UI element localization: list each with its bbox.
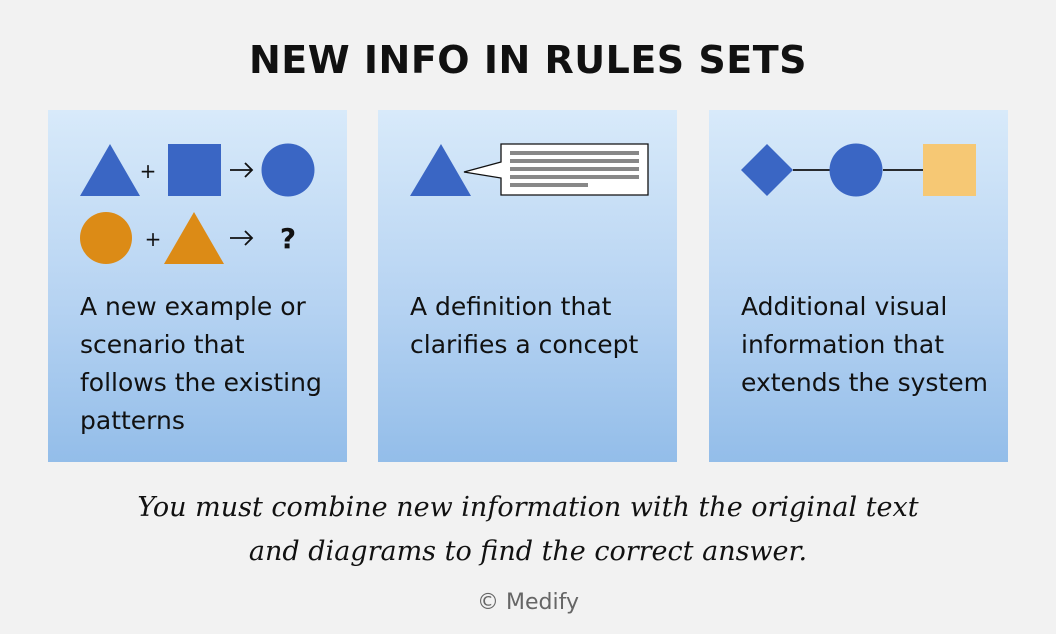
blue-diamond-icon bbox=[741, 144, 793, 196]
question-mark-icon: ? bbox=[280, 222, 296, 255]
panel-new-example: + + ? A new example or scenario that fol… bbox=[48, 110, 347, 462]
footer-line-2: and diagrams to find the correct answer. bbox=[248, 536, 808, 567]
copyright-text: © Medify bbox=[477, 590, 579, 615]
blue-triangle-icon bbox=[80, 144, 140, 196]
panel-visual-info: Additional visual information that exten… bbox=[709, 110, 1008, 462]
example-diagram: + + ? bbox=[80, 143, 315, 264]
footer-line-1: You must combine new information with th… bbox=[137, 492, 919, 523]
visual-info-diagram bbox=[741, 143, 976, 197]
panel-text: A definition that clarifies a concept bbox=[410, 292, 639, 359]
panel-text: A new example or scenario that follows t… bbox=[80, 292, 322, 435]
orange-triangle-icon bbox=[164, 212, 224, 264]
definition-diagram bbox=[410, 143, 649, 196]
arrow-right-icon bbox=[230, 230, 254, 246]
orange-circle-icon bbox=[80, 212, 132, 264]
panel-text: Additional visual information that exten… bbox=[741, 292, 988, 397]
yellow-square-icon bbox=[923, 144, 976, 196]
footer-caption: You must combine new information with th… bbox=[0, 486, 1056, 574]
panel-definition: A definition that clarifies a concept bbox=[378, 110, 677, 462]
speech-bubble-text-icon bbox=[463, 143, 649, 196]
blue-square-icon bbox=[168, 144, 221, 196]
plus-icon: + bbox=[145, 227, 162, 251]
page-title: NEW INFO IN RULES SETS bbox=[248, 38, 807, 82]
blue-triangle-icon bbox=[410, 144, 471, 196]
blue-circle-icon bbox=[261, 143, 315, 197]
arrow-right-icon bbox=[230, 162, 254, 178]
blue-circle-icon bbox=[829, 143, 883, 197]
plus-icon: + bbox=[140, 159, 157, 183]
